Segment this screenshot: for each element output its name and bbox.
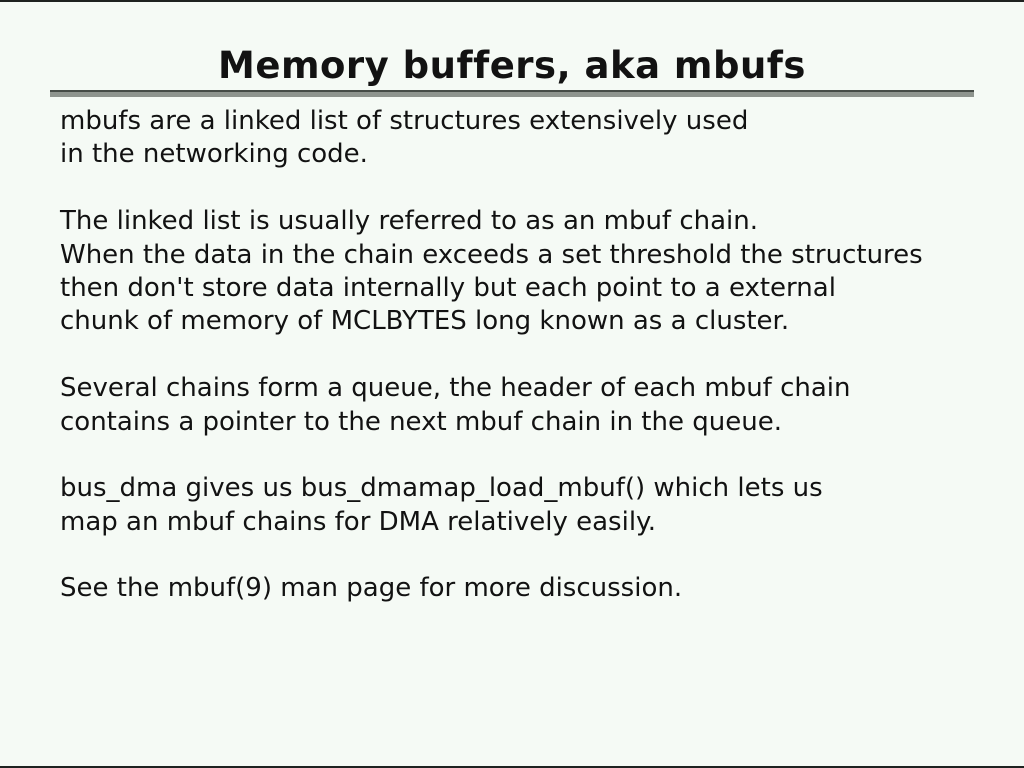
text-line: then don't store data internally but eac… xyxy=(60,272,836,303)
frame-bottom-line xyxy=(0,766,1024,768)
text-line: When the data in the chain exceeds a set… xyxy=(60,239,923,270)
paragraph-queue: Several chains form a queue, the header … xyxy=(60,372,1010,439)
text-line: Several chains form a queue, the header … xyxy=(60,373,851,404)
slide-body: mbufs are a linked list of structures ex… xyxy=(60,105,1010,639)
paragraph-mbuf-chain: The linked list is usually referred to a… xyxy=(60,205,1010,339)
text-line: mbufs are a linked list of structures ex… xyxy=(60,106,749,136)
text-line: The linked list is usually referred to a… xyxy=(60,206,759,237)
text-line: contains a pointer to the next mbuf chai… xyxy=(60,406,782,437)
text-line: bus_dma gives us bus_dmamap_load_mbuf() … xyxy=(60,473,823,504)
text-line: map an mbuf chains for DMA relatively ea… xyxy=(60,506,656,537)
text-line: chunk of memory of MCLBYTES long known a… xyxy=(60,306,790,337)
text-line: in the networking code. xyxy=(60,139,368,170)
paragraph-bus-dma: bus_dma gives us bus_dmamap_load_mbuf() … xyxy=(60,472,1010,539)
frame-top-line xyxy=(0,0,1024,2)
paragraph-see-also: See the mbuf(9) man page for more discus… xyxy=(60,572,1010,605)
text-line: See the mbuf(9) man page for more discus… xyxy=(60,573,683,604)
paragraph-intro: mbufs are a linked list of structures ex… xyxy=(60,105,1010,172)
title-rule xyxy=(50,90,974,97)
slide-title: Memory buffers, aka mbufs xyxy=(218,44,806,87)
